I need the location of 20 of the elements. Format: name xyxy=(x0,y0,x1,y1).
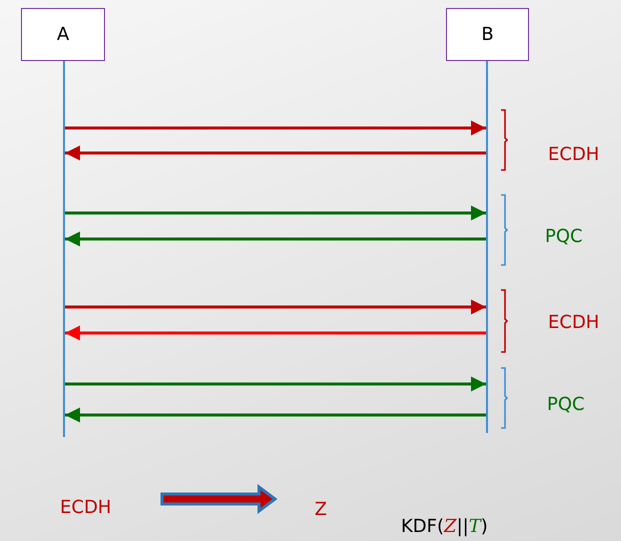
message-arrow xyxy=(65,146,486,160)
message-arrow xyxy=(65,376,486,392)
message-arrow xyxy=(65,326,486,340)
group-label: ECDH xyxy=(548,312,600,333)
participant-box: A xyxy=(21,8,105,61)
term-text: ECDH xyxy=(60,492,160,522)
group-label: PQC xyxy=(545,226,583,247)
formula-text: KDF(Z||T) xyxy=(401,516,488,537)
block-arrow xyxy=(160,484,278,514)
term-text: Z xyxy=(277,494,327,524)
lifeline xyxy=(63,61,65,437)
message-arrow xyxy=(65,232,486,246)
lifeline xyxy=(486,61,488,433)
message-arrow xyxy=(65,120,486,136)
message-arrow xyxy=(65,408,486,422)
participant-box: B xyxy=(446,8,529,61)
message-arrow xyxy=(65,206,486,220)
message-arrow xyxy=(65,300,486,314)
group-label: ECDH xyxy=(548,144,600,165)
group-label: PQC xyxy=(547,394,585,415)
